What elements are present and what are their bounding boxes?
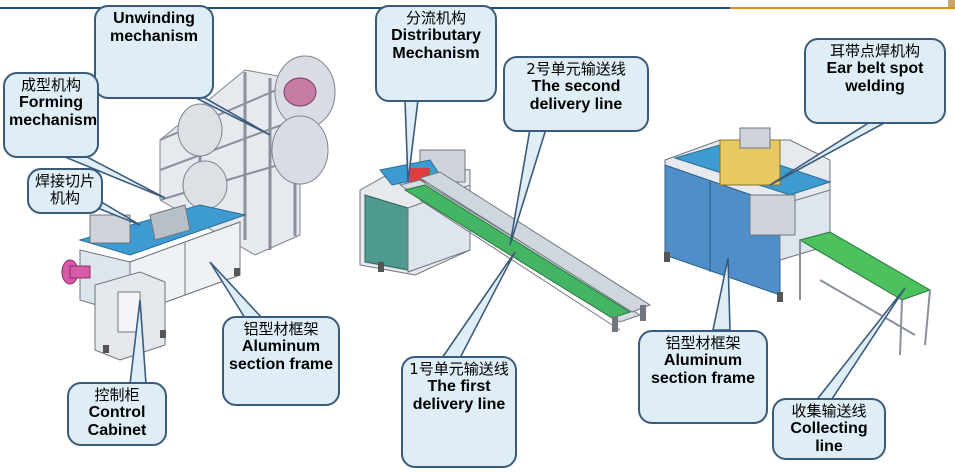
middle-machine: [359, 149, 652, 332]
callout-aluminum-left: 铝型材框架 Aluminum section frame: [222, 316, 340, 406]
callout-forming-en: Forming mechanism: [9, 93, 98, 129]
callout-distributary-cn: 分流机构: [405, 9, 466, 27]
corner-mark: [948, 0, 955, 7]
callout-collecting-cn: 收集输送线: [791, 402, 867, 420]
right-machine: [664, 127, 932, 356]
callout-control-cn: 控制柜: [94, 386, 140, 404]
callout-unwinding-en: Unwinding mechanism: [109, 10, 199, 45]
callout-control: 控制柜 Control Cabinet: [67, 382, 167, 446]
callout-first-line-en: The first delivery line: [412, 377, 506, 413]
callout-second-line-cn: 2号单元输送线: [526, 60, 626, 78]
left-machine: [61, 55, 336, 361]
callout-aluminum-right-en: Aluminum section frame: [650, 351, 756, 387]
callout-ear-belt-cn: 耳带点焊机构: [829, 42, 920, 60]
callout-forming-cn: 成型机构: [20, 76, 81, 94]
callout-welding-cut: 焊接切片机构: [27, 168, 103, 214]
callout-ear-belt: 耳带点焊机构 Ear belt spot welding: [804, 38, 946, 124]
callout-first-line: 1号单元输送线 The first delivery line: [401, 356, 517, 468]
callout-aluminum-right: 铝型材框架 Aluminum section frame: [638, 330, 768, 424]
callout-first-line-cn: 1号单元输送线: [409, 360, 509, 378]
callout-distributary: 分流机构 Distributary Mechanism: [375, 5, 497, 102]
callout-forming: 成型机构 Forming mechanism: [3, 72, 99, 158]
callout-aluminum-left-cn: 铝型材框架: [243, 320, 319, 338]
callout-collecting-en: Collecting line: [790, 419, 868, 455]
callout-ear-belt-en: Ear belt spot welding: [826, 59, 924, 95]
callout-welding-cut-cn: 焊接切片机构: [34, 172, 95, 207]
callout-distributary-en: Distributary Mechanism: [391, 26, 481, 62]
callout-second-line-en: The second delivery line: [529, 77, 623, 113]
callout-aluminum-left-en: Aluminum section frame: [228, 337, 334, 373]
callout-collecting: 收集输送线 Collecting line: [772, 398, 886, 460]
callout-second-line: 2号单元输送线 The second delivery line: [503, 56, 649, 132]
header-rule: [0, 7, 730, 9]
callout-aluminum-right-cn: 铝型材框架: [665, 334, 741, 352]
callout-unwinding: Unwinding mechanism: [94, 5, 214, 99]
callout-control-en: Control Cabinet: [87, 403, 147, 439]
header-rule-accent: [730, 7, 955, 9]
